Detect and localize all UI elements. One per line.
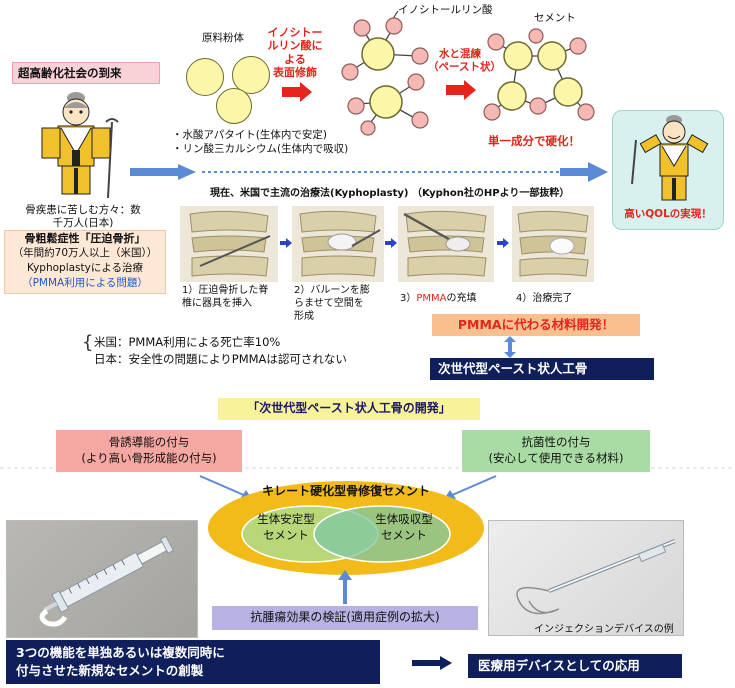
powder-particle <box>216 88 252 124</box>
osteoporosis-line-4: （PMMA利用による問題） <box>22 277 148 289</box>
surface-mod-line-3: よる <box>284 52 306 66</box>
spine-image-step-1 <box>180 206 278 282</box>
osteoporosis-line-1: 骨粗鬆症性「圧迫骨折」 <box>24 232 146 245</box>
novel-cement-line-1: 3つの機能を単独あるいは複数同時に <box>16 645 225 660</box>
surface-mod-line-4: 表面修飾 <box>273 66 317 80</box>
material-item-apatite: ・水酸アパタイト(生体内で安定) <box>172 129 327 141</box>
dev-title-box <box>218 398 480 420</box>
osteoporosis-line-3: Kyphoplastyによる治療 <box>26 262 144 274</box>
novel-cement-line-2: 付与させた新規なセメントの創製 <box>16 663 204 679</box>
red-arrow-icon <box>282 82 312 102</box>
absorb-cement-text: 生体吸収型 セメント <box>354 512 454 543</box>
step-2-line-1: 2）バルーンを膨 <box>294 285 370 296</box>
step-1-line-1: 1）圧迫骨折した脊 <box>182 285 269 296</box>
novel-cement-box <box>6 640 380 684</box>
raw-powder-label: 原料粉体 <box>202 32 244 44</box>
spine-image-step-3 <box>398 206 494 282</box>
step-3-line-1: 3）PMMAの充填 <box>400 293 477 304</box>
injection-caption: インジェクションデバイスの例 <box>534 624 674 635</box>
osteoporosis-line-2: （年間約70万人以上（米国）） <box>12 247 158 259</box>
medical-device-text: 医療用デバイスとしての応用 <box>478 658 640 673</box>
step-3-caption: 3）PMMAの充填 <box>400 293 477 306</box>
step-1-caption: 1）圧迫骨折した脊 椎に器具を挿入 <box>182 284 268 310</box>
society-label-box <box>12 62 160 84</box>
step-1-line-2: 椎に器具を挿入 <box>182 298 252 309</box>
develop-pmma-box <box>432 314 640 336</box>
red-arrow-icon <box>446 80 476 100</box>
spine-image-step-2 <box>292 206 384 282</box>
absorb-cement-line-1: 生体吸収型 <box>375 512 433 526</box>
materials-list: ・水酸アパタイト(生体内で安定) ・リン酸三カルシウム(生体内で吸収) <box>172 128 348 156</box>
single-harden-text: 単一成分で硬化！ <box>488 134 580 148</box>
step-4-caption: 4）治療完了 <box>516 293 573 304</box>
develop-pmma-text: PMMAに代わる材料開発！ <box>457 317 615 332</box>
osteoporosis-box <box>4 230 166 294</box>
cement-label: セメント <box>534 12 576 24</box>
antitumor-box <box>212 606 478 630</box>
surface-mod-line-2: ルリン酸に <box>267 39 323 53</box>
mix-line-2: （ペースト状） <box>428 61 501 74</box>
elderly-happy-figure-icon <box>631 115 709 201</box>
antitumor-text: 抗腫瘍効果の検証(適用症例の拡大) <box>250 610 440 624</box>
osteo-induction-line-1: 骨誘導能の付与 <box>108 435 190 449</box>
spine-image-step-4 <box>512 206 594 282</box>
material-item-tcp: ・リン酸三カルシウム(生体内で吸収) <box>172 143 349 156</box>
mix-text: 水と混練 （ペースト状） <box>428 48 501 74</box>
cement-particle-cluster <box>483 28 595 121</box>
surface-mod-text: イノシトー ルリン酸に よる 表面修飾 <box>258 26 332 80</box>
step-arrow-icon <box>497 238 509 248</box>
injection-device-photo <box>488 520 684 636</box>
brace-icon: { <box>82 332 94 353</box>
modified-particle-cluster <box>341 17 429 136</box>
issue-us: 米国：PMMA利用による死亡率10% <box>94 335 281 349</box>
stable-cement-line-2: セメント <box>263 527 309 542</box>
osteo-induction-box <box>56 430 242 472</box>
mix-line-1: 水と混練 <box>439 48 481 60</box>
society-label: 超高齢化社会の到来 <box>18 66 122 80</box>
elderly-figure-icon <box>41 92 119 199</box>
timeline-arrow <box>130 162 608 182</box>
next-gen-text: 次世代型ペースト状人工骨 <box>438 361 588 376</box>
novel-cement-text: 3つの機能を単独あるいは複数同時に 付与させた新規なセメントの創製 <box>16 644 225 680</box>
step-2-line-2: らませて空間を <box>294 298 364 309</box>
step-3-pmma-highlight: PMMA <box>416 293 447 304</box>
stable-cement-line-1: 生体安定型 <box>257 512 315 526</box>
patients-line-1: 骨疾患に苦しむ方々：数 <box>25 204 141 216</box>
issue-jp: 日本：安全性の問題によりPMMAは認可されない <box>94 351 347 366</box>
powder-particle <box>232 56 270 94</box>
antibacterial-line-1: 抗菌性の付与 <box>521 435 591 449</box>
medical-device-box <box>468 654 682 678</box>
double-arrow-icon <box>504 336 516 358</box>
right-arrow-icon <box>412 656 452 670</box>
chelate-title: キレート硬化型骨修復セメント <box>262 484 430 498</box>
osteo-induction-line-2: (より高い骨形成能の付与) <box>81 451 217 466</box>
surface-mod-line-1: イノシトー <box>267 26 323 39</box>
antibacterial-box <box>462 430 650 472</box>
osteo-induction-text: 骨誘導能の付与 (より高い骨形成能の付与) <box>56 434 242 466</box>
antibacterial-text: 抗菌性の付与 (安心して使用できる材料) <box>462 434 650 466</box>
step-2-line-3: 形成 <box>294 311 314 322</box>
ip6-label: イノシトールリン酸 <box>398 4 493 16</box>
high-qol-text: 高いQOLの実現！ <box>624 208 712 220</box>
syringe-photo <box>6 520 198 638</box>
patients-line-2: 千万人(日本) <box>52 217 114 230</box>
step-arrow-icon <box>385 238 397 248</box>
powder-particle <box>186 58 224 96</box>
antibacterial-line-2: (安心して使用できる材料) <box>488 451 624 466</box>
stable-cement-text: 生体安定型 セメント <box>236 512 336 543</box>
chelate-cement-ellipse <box>208 481 484 575</box>
next-gen-box <box>430 358 654 380</box>
step-2-caption: 2）バルーンを膨 らませて空間を 形成 <box>294 284 370 323</box>
absorb-cement-line-2: セメント <box>381 527 427 542</box>
kyphoplasty-title: 現在、米国で主流の治療法(Kyphoplasty) （Kyphon社のHPより一… <box>210 188 570 199</box>
up-arrow-icon <box>338 570 352 604</box>
issues-list: 米国：PMMA利用による死亡率10% 日本：安全性の問題によりPMMAは認可され… <box>94 334 347 367</box>
dev-title-text: 「次世代型ペースト状人工骨の開発」 <box>247 401 451 415</box>
step-arrow-icon <box>280 238 292 248</box>
patients-text: 骨疾患に苦しむ方々：数 千万人(日本) <box>8 204 158 230</box>
